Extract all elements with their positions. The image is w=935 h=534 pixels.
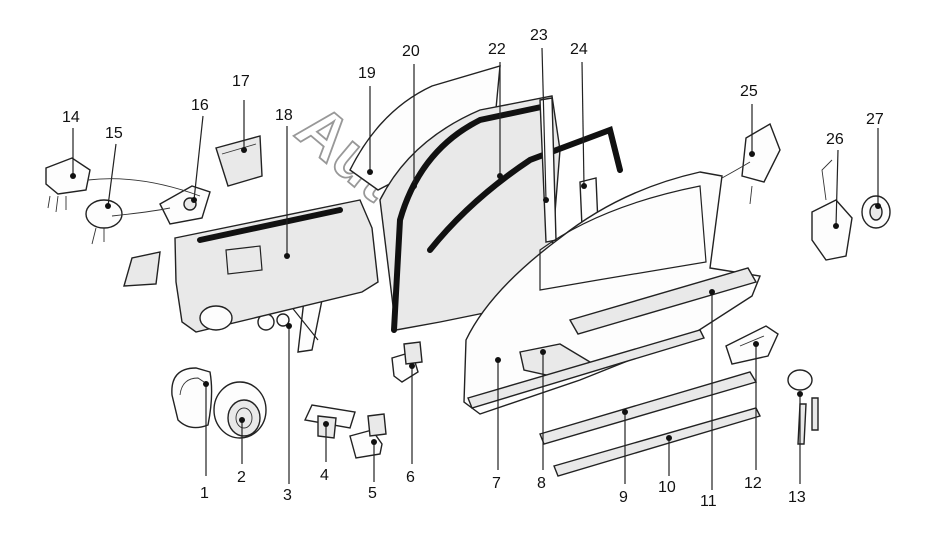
part-27-striker [861, 195, 891, 229]
callout-14: 14 [62, 109, 80, 126]
part-10-lower-molding [553, 407, 761, 477]
callout-11: 11 [700, 493, 717, 510]
callout-6: 6 [406, 469, 415, 486]
part-17-pocket [215, 135, 263, 187]
callout-27: 27 [866, 111, 884, 128]
callout-labels: 1 2 3 4 5 6 7 8 9 10 11 12 13 14 15 16 1… [62, 27, 884, 510]
callout-5: 5 [368, 485, 377, 502]
part-1-handle-bezel [171, 367, 213, 429]
callout-10: 10 [658, 479, 676, 496]
part-11-belt-molding [568, 267, 758, 335]
part-15-mirror [85, 199, 123, 245]
callout-15: 15 [105, 125, 123, 142]
callout-4: 4 [320, 467, 329, 484]
door-trim-panel [174, 199, 379, 333]
callout-1: 1 [200, 485, 209, 502]
part-20-door-sash [379, 95, 561, 333]
part-16-inner-handle [159, 185, 211, 225]
callout-3: 3 [283, 487, 292, 504]
callout-17: 17 [232, 73, 250, 90]
part-21-weatherstrip [427, 126, 623, 253]
leader-dots [70, 147, 881, 445]
part-25-door-latch [741, 122, 781, 205]
callout-13: 13 [788, 489, 806, 506]
callout-22: 22 [488, 41, 506, 58]
callout-25: 25 [740, 83, 758, 100]
part-4-door-check [303, 404, 356, 439]
callout-26: 26 [826, 131, 844, 148]
callout-18: 18 [275, 107, 293, 124]
part-12-outer-handle [725, 325, 779, 365]
callout-7: 7 [492, 475, 501, 492]
part-7-outer-door [463, 171, 761, 415]
part-26-lock-actuator [811, 159, 853, 261]
part-vent-grille [123, 251, 161, 287]
leader-lines [72, 47, 879, 490]
callout-24: 24 [570, 41, 588, 58]
part-6-hinge [391, 341, 423, 383]
part-5-hinge [349, 413, 387, 459]
callout-2: 2 [237, 469, 246, 486]
part-2-speaker [213, 381, 267, 439]
part-14-switch [45, 157, 91, 213]
callout-23: 23 [530, 27, 548, 44]
callout-16: 16 [191, 97, 209, 114]
callout-9: 9 [619, 489, 628, 506]
part-13-lock-cylinder [787, 369, 819, 445]
callout-8: 8 [537, 475, 546, 492]
callout-19: 19 [358, 65, 376, 82]
callout-12: 12 [744, 475, 762, 492]
callout-20: 20 [402, 43, 420, 60]
